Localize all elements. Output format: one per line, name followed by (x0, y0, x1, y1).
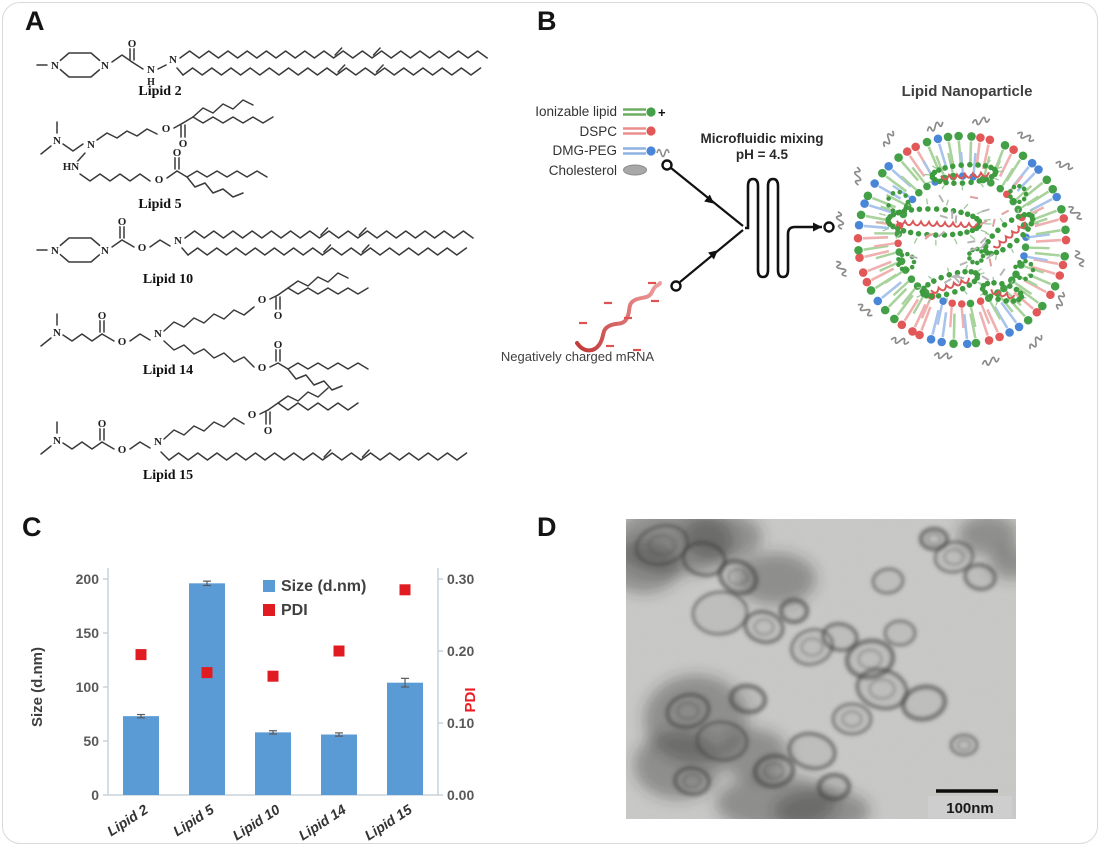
svg-text:O: O (258, 362, 267, 374)
dmg-peg-icon (621, 144, 673, 158)
svg-text:O: O (138, 242, 147, 254)
legend-row-dspc: DSPC (473, 122, 673, 142)
svg-text:N: N (101, 245, 109, 257)
tem-image: 100nm (626, 519, 1016, 819)
svg-text:N: N (53, 327, 61, 339)
svg-text:0.00: 0.00 (447, 787, 474, 803)
legend-row-dmg-peg: DMG-PEG (473, 141, 673, 161)
legend-size-label: Size (d.nm) (281, 578, 366, 595)
lipid-5-label: Lipid 5 (138, 197, 181, 213)
svg-text:0.20: 0.20 (447, 643, 474, 659)
svg-text:O: O (258, 294, 267, 306)
lipid-2-label: Lipid 2 (138, 84, 181, 100)
svg-text:O: O (162, 123, 171, 135)
tem-micrograph: 100nm (626, 519, 1016, 819)
svg-text:N: N (174, 235, 182, 247)
svg-text:0: 0 (91, 787, 99, 803)
svg-text:N: N (154, 436, 162, 448)
svg-text:O: O (118, 444, 127, 456)
svg-text:O: O (173, 147, 182, 159)
x-category-label: Lipid 2 (104, 801, 151, 839)
svg-text:0.10: 0.10 (447, 715, 474, 731)
svg-text:N: N (87, 139, 95, 151)
size-bar (387, 683, 423, 795)
svg-text:100: 100 (76, 679, 100, 695)
cholesterol-icon (621, 163, 673, 177)
peg-squiggle (657, 149, 669, 156)
size-bar (189, 583, 225, 795)
mixer-label-line2: pH = 4.5 (677, 147, 847, 163)
lnp-title: Lipid Nanoparticle (862, 83, 1072, 100)
dspc-icon (621, 124, 673, 138)
dmg-peg-label: DMG-PEG (552, 143, 617, 158)
x-category-label: Lipid 5 (170, 801, 217, 839)
lipid-15-label: Lipid 15 (143, 468, 193, 484)
svg-text:O: O (274, 339, 283, 351)
plus-sign: + (658, 105, 666, 119)
microfluidic-mixer (663, 161, 834, 291)
svg-text:N: N (51, 60, 59, 72)
panel-d-label: D (537, 512, 557, 543)
svg-text:O: O (118, 216, 127, 228)
legend-pdi-label: PDI (281, 602, 308, 619)
svg-text:N: N (154, 328, 162, 340)
svg-text:N: N (53, 135, 61, 147)
right-axis-title: PDI (462, 687, 479, 712)
svg-text:N: N (101, 60, 109, 72)
svg-text:HN: HN (63, 161, 80, 173)
ionizable-lipid-label: Ionizable lipid (535, 104, 617, 119)
pdi-marker (136, 649, 147, 660)
panel-c-label: C (22, 512, 42, 543)
mixer-label-line1: Microfluidic mixing (677, 131, 847, 147)
panel-b-label: B (537, 6, 557, 37)
svg-text:O: O (98, 310, 107, 322)
left-axis-title: Size (d.nm) (29, 647, 46, 727)
svg-text:N: N (51, 245, 59, 257)
size-bar (321, 735, 357, 795)
pdi-marker (268, 671, 279, 682)
mrna-label: Negatively charged mRNA (495, 349, 660, 364)
svg-text:O: O (248, 409, 257, 421)
dspc-label: DSPC (579, 124, 617, 139)
lipid-10-label: Lipid 10 (143, 272, 193, 288)
pdi-marker (334, 646, 345, 657)
svg-text:O: O (98, 418, 107, 430)
svg-text:O: O (118, 336, 127, 348)
legend-row-ionizable-lipid: Ionizable lipid + (473, 102, 673, 122)
svg-text:N: N (53, 435, 61, 447)
ionizable-lipid-icon: + (621, 105, 673, 119)
svg-text:0.30: 0.30 (447, 571, 474, 587)
scale-bar-label: 100nm (946, 800, 994, 817)
size-bar (123, 716, 159, 795)
lipid-nanoparticle (834, 115, 1084, 365)
component-legend: Ionizable lipid + DSPC DMG-PEG (473, 102, 673, 180)
pdi-marker (400, 584, 411, 595)
x-category-label: Lipid 10 (230, 801, 283, 843)
mrna-strand (577, 283, 660, 350)
svg-text:N: N (169, 54, 177, 66)
svg-text:O: O (264, 425, 273, 437)
size-bar (255, 732, 291, 795)
pdi-marker (202, 667, 213, 678)
mixer-label: Microfluidic mixing pH = 4.5 (677, 131, 847, 163)
svg-text:50: 50 (83, 733, 99, 749)
svg-text:O: O (274, 310, 283, 322)
x-category-label: Lipid 15 (362, 801, 415, 843)
svg-text:N: N (147, 64, 155, 76)
x-category-label: Lipid 14 (296, 801, 349, 843)
svg-text:O: O (128, 38, 137, 50)
svg-text:O: O (155, 174, 164, 186)
lipid-14-label: Lipid 14 (143, 363, 193, 379)
svg-text:150: 150 (76, 625, 100, 641)
legend-row-cholesterol: Cholesterol (473, 161, 673, 181)
cholesterol-label: Cholesterol (549, 163, 617, 178)
svg-text:200: 200 (76, 571, 100, 587)
